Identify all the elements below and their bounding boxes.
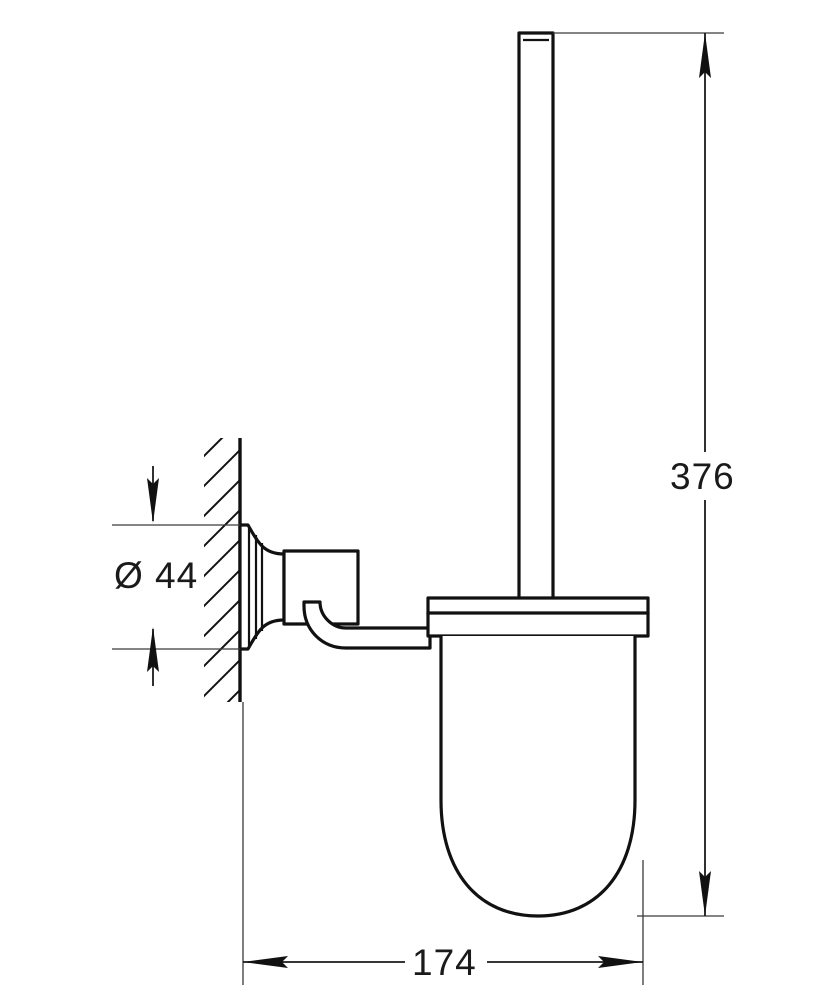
glass-holder-collar [426,596,650,638]
brush-handle-rod [517,31,555,603]
depth-dimension-label: 174 [412,942,477,983]
dimension-labels: 376 Ø 44 174 [108,452,746,986]
wall-mount-flange [238,523,286,651]
height-dimension-label: 376 [670,456,735,497]
arrow-height-bottom [699,871,711,916]
curved-bracket [302,600,432,650]
frosted-glass-container [439,636,637,918]
arrow-depth-left [243,956,288,968]
arrow-height-top [699,33,711,78]
dimension-arrowheads [147,33,711,968]
arrow-diameter-top [147,478,159,523]
diameter-dimension-label: Ø 44 [114,555,198,596]
arrow-depth-right [598,956,643,968]
extension-lines [112,32,724,985]
wall-section-hatching [204,438,242,702]
arrow-diameter-bottom [147,627,159,672]
